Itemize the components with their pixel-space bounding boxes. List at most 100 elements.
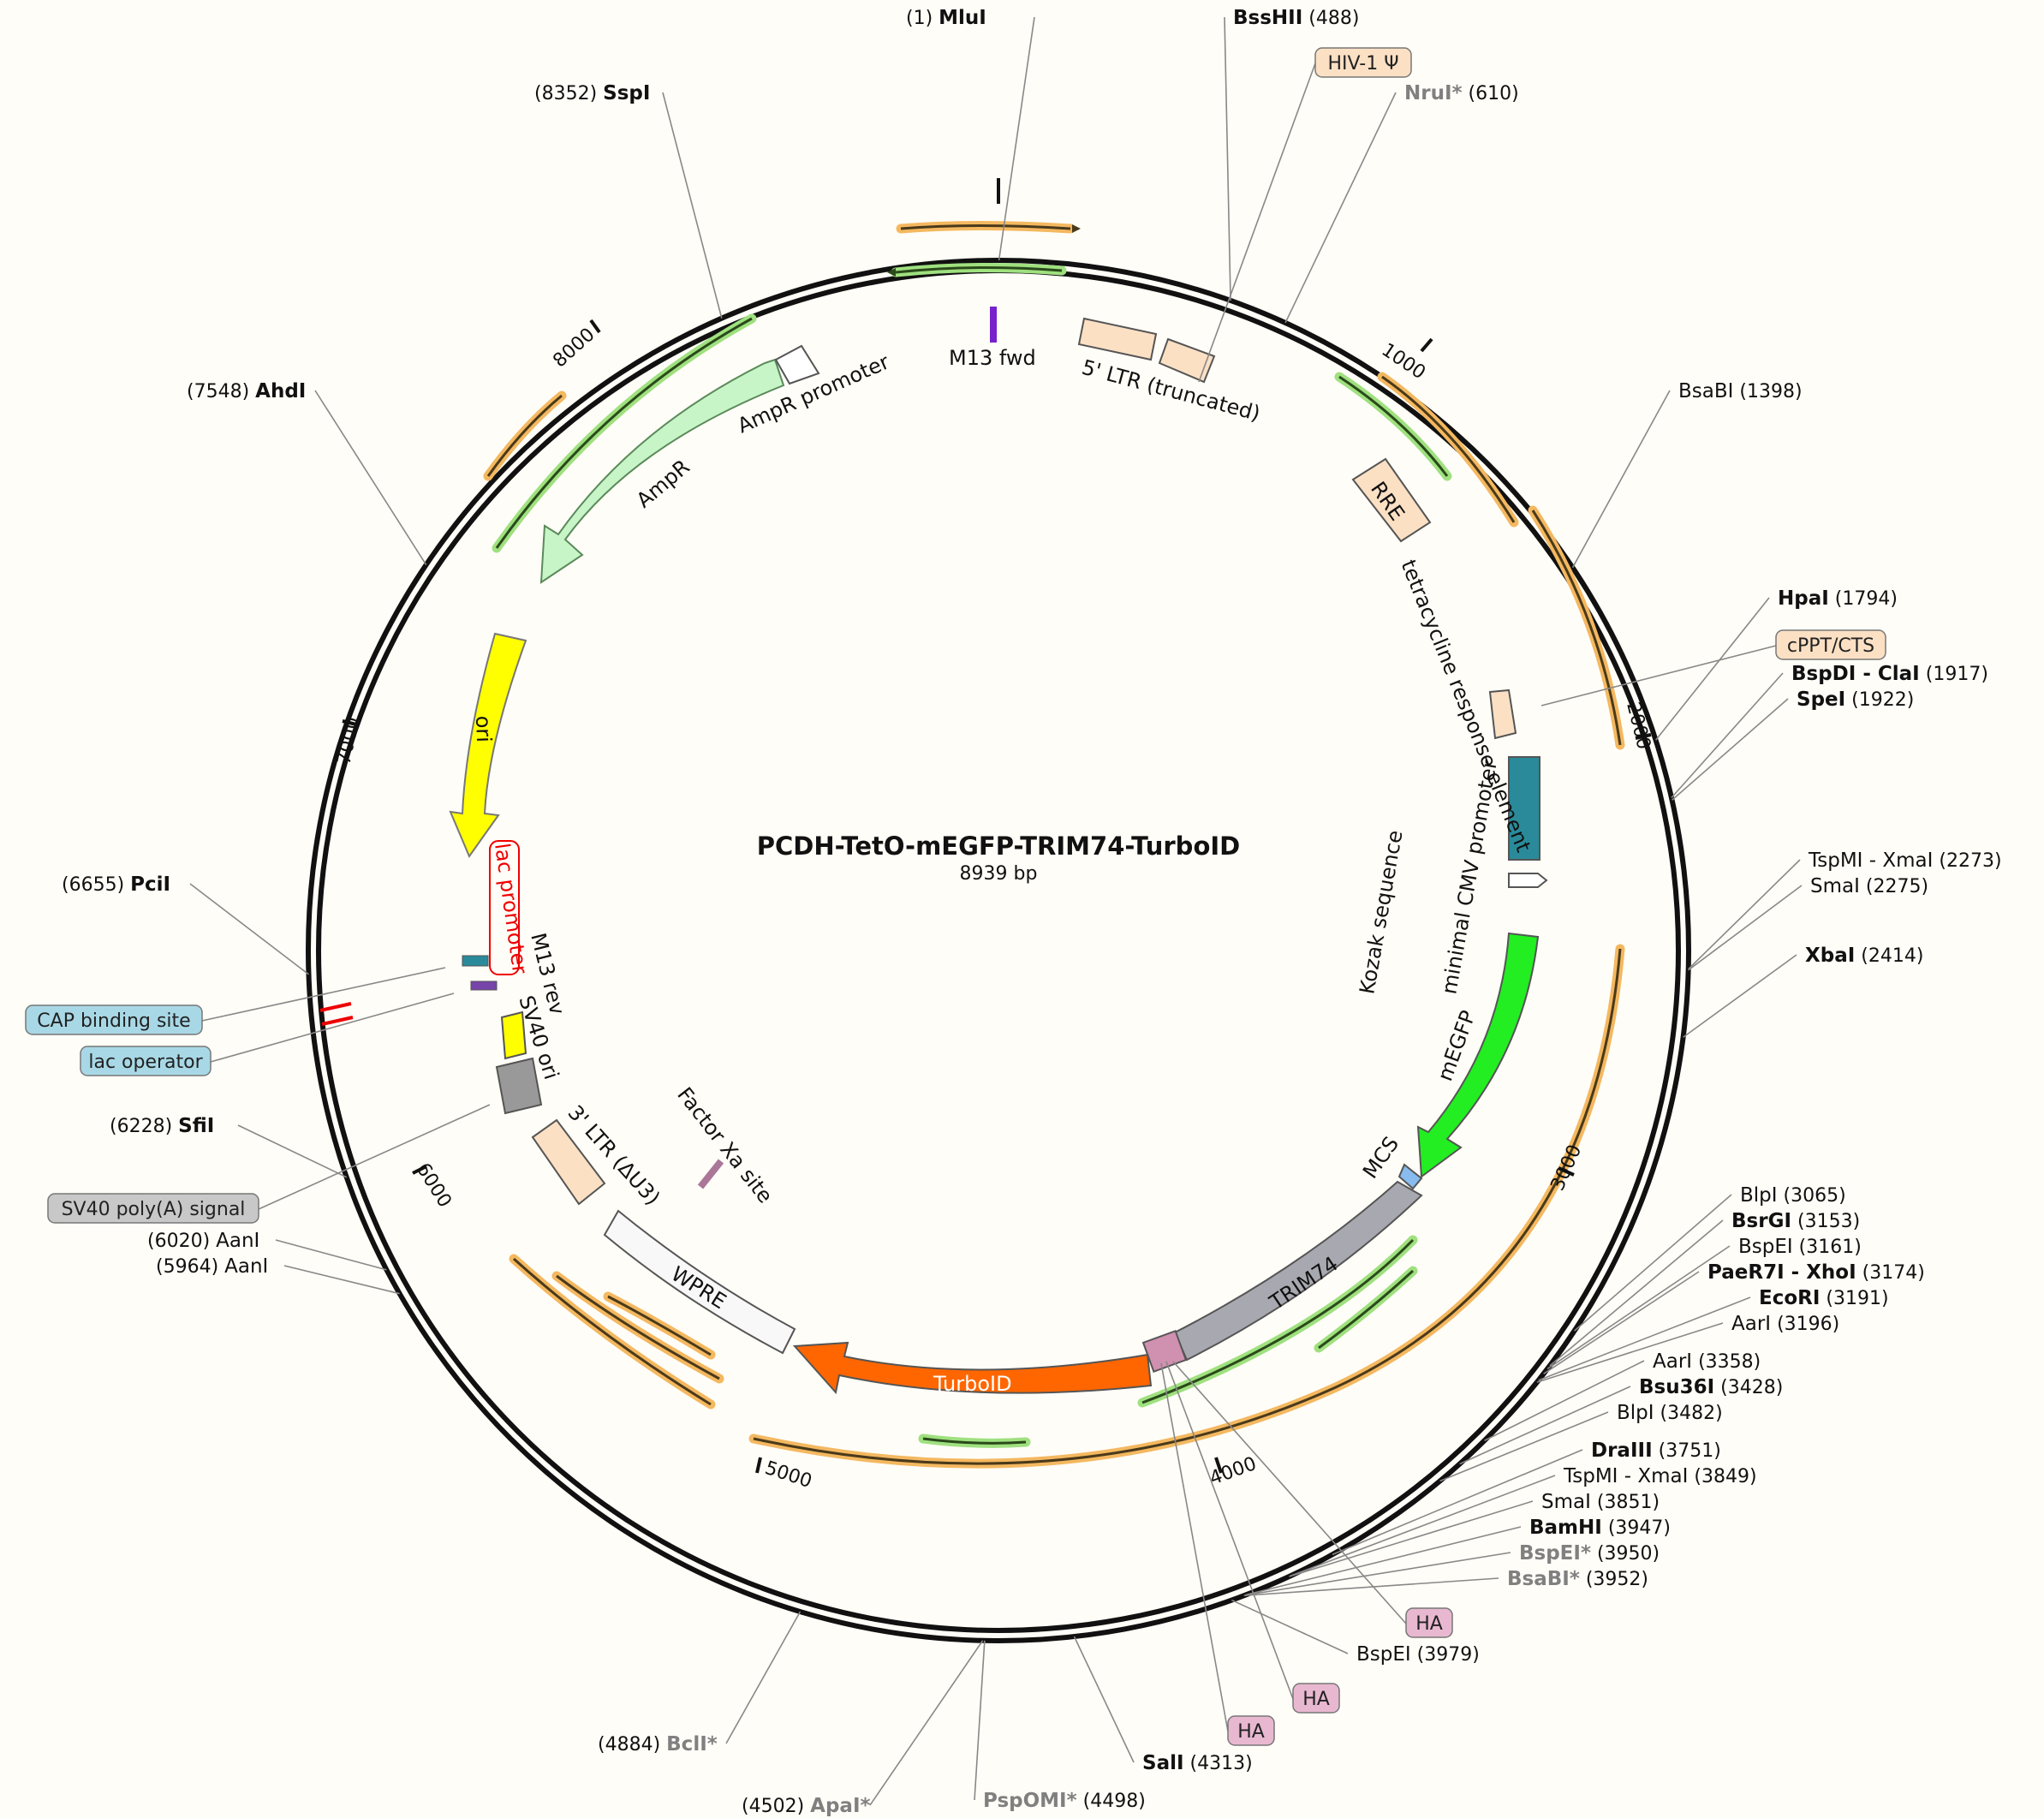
tag-label: HA <box>1302 1689 1330 1710</box>
site-position: (2414) <box>1855 945 1923 967</box>
primer-arrow-upper-left-orange-core <box>486 394 563 477</box>
primer-arrow-right-long-core <box>1381 375 1516 523</box>
site-position: (3952) <box>1580 1569 1648 1590</box>
ltr5-box2 <box>1158 337 1216 384</box>
site-leader <box>1571 390 1671 569</box>
tick-marks <box>342 178 1652 1474</box>
cap-site-box <box>462 955 489 967</box>
site-label: XbaI (2414) <box>1805 945 1923 967</box>
site-position: (3947) <box>1602 1517 1671 1539</box>
site-name: BspDI - ClaI <box>1791 663 1920 685</box>
site-position: (3979) <box>1411 1644 1480 1666</box>
ampr-feature <box>539 358 785 584</box>
site-label: BspEI (3979) <box>1356 1643 1480 1666</box>
site-leader <box>1243 1577 1499 1597</box>
site-leader <box>1231 1599 1349 1654</box>
site-label: (1) MluI <box>906 7 986 29</box>
primer-arrow-left-lower-2-core <box>556 1274 720 1380</box>
backbone-outer <box>306 258 1691 1643</box>
site-leader <box>1290 1475 1556 1577</box>
site-name: SpeI <box>1797 688 1845 711</box>
site-label: SpeI (1922) <box>1797 688 1914 711</box>
primer-arrow-green-lower-core <box>1141 1238 1415 1404</box>
site-label: HpaI (1794) <box>1778 587 1898 610</box>
tick-label-3000: 3000 <box>1547 1141 1587 1194</box>
site-leader <box>662 92 723 319</box>
site-leader <box>1073 1636 1135 1763</box>
ltr5-box1 <box>1077 317 1158 361</box>
site-leader <box>1246 1526 1522 1596</box>
site-position: (1922) <box>1845 689 1914 711</box>
site-name: PciI <box>130 873 170 896</box>
label-tre: tetracycline response element <box>1396 557 1535 855</box>
restriction-sites: BssHII (488)NruI* (610)BsaBI (1398)HpaI … <box>62 7 2002 1817</box>
site-label: TspMI - XmaI (3849) <box>1563 1465 1757 1487</box>
tag-label: SV40 poly(A) signal <box>62 1199 246 1220</box>
wpre-feature <box>603 1209 796 1355</box>
site-name: XbaI <box>1805 945 1855 967</box>
tag-leader <box>258 1104 491 1210</box>
megfp-feature <box>1416 932 1540 1178</box>
site-position: (3196) <box>1771 1314 1839 1335</box>
site-leader <box>283 1265 400 1295</box>
tag-box <box>1405 1607 1453 1638</box>
primer-arrow-right-2-core <box>1531 510 1622 746</box>
site-position: (610) <box>1463 83 1519 104</box>
label-kozak: Kozak sequence <box>1355 828 1407 996</box>
site-name: BlpI <box>1617 1402 1654 1424</box>
site-name: BsrGI <box>1731 1210 1791 1232</box>
site-position: (7548) <box>187 381 255 402</box>
site-position: (2273) <box>1933 850 2001 872</box>
lac-promoter-outline <box>489 840 520 975</box>
tag-box <box>47 1193 259 1224</box>
site-label: BspEI* (3950) <box>1519 1542 1660 1565</box>
red-marker <box>321 1016 354 1026</box>
site-name: AanI <box>224 1255 268 1278</box>
site-label: (8352) SspI <box>534 82 650 104</box>
site-label: DraIII (3751) <box>1591 1439 1721 1462</box>
ltr3-box <box>531 1118 606 1206</box>
site-leader <box>725 1611 802 1744</box>
tag-leader <box>1160 1362 1229 1732</box>
site-name: NruI* <box>1404 82 1463 104</box>
site-position: (6228) <box>110 1116 178 1137</box>
site-leader <box>974 1640 986 1801</box>
trim74-feature <box>1173 1180 1423 1362</box>
site-name: HpaI <box>1778 587 1829 610</box>
site-name: BamHI <box>1529 1517 1602 1539</box>
site-name: SfiI <box>178 1115 214 1137</box>
site-name: Bsu36I <box>1639 1376 1714 1398</box>
site-leader <box>1688 885 1803 971</box>
site-leader <box>1546 1245 1731 1370</box>
site-name: SspI <box>603 82 650 104</box>
site-label: SmaI (3851) <box>1541 1491 1660 1513</box>
ori-feature <box>449 632 527 859</box>
primer-arrow-green-lower <box>1137 1235 1418 1408</box>
site-position: (3153) <box>1791 1211 1860 1232</box>
site-label: (4502) ApaI* <box>742 1795 871 1817</box>
tag-leader <box>1165 1361 1294 1700</box>
site-label: (6020) AanI <box>147 1230 259 1252</box>
site-name: PspOMI* <box>983 1790 1077 1812</box>
site-label: BlpI (3482) <box>1617 1402 1723 1424</box>
site-position: (1) <box>906 8 939 29</box>
tre-feature <box>1508 756 1540 861</box>
tag-box <box>25 1004 203 1035</box>
site-leader <box>1672 698 1789 801</box>
site-leader <box>1289 1500 1534 1577</box>
site-position: (6020) <box>147 1231 216 1252</box>
site-position: (3358) <box>1692 1351 1761 1373</box>
tick-label-6000: 6000 <box>412 1159 456 1212</box>
tag-leader <box>1172 1361 1407 1624</box>
label-turboid: TurboID <box>933 1372 1012 1396</box>
site-name: PaeR7I - XhoI <box>1707 1261 1856 1284</box>
ampr-promoter-arrow <box>774 344 820 385</box>
site-position: (3482) <box>1654 1403 1723 1424</box>
tag-label: lac operator <box>88 1052 203 1073</box>
site-leader <box>275 1239 387 1271</box>
site-label: PaeR7I - XhoI (3174) <box>1707 1261 1925 1284</box>
site-name: TspMI - XmaI <box>1808 849 1933 872</box>
site-name: BspEI <box>1738 1236 1793 1258</box>
